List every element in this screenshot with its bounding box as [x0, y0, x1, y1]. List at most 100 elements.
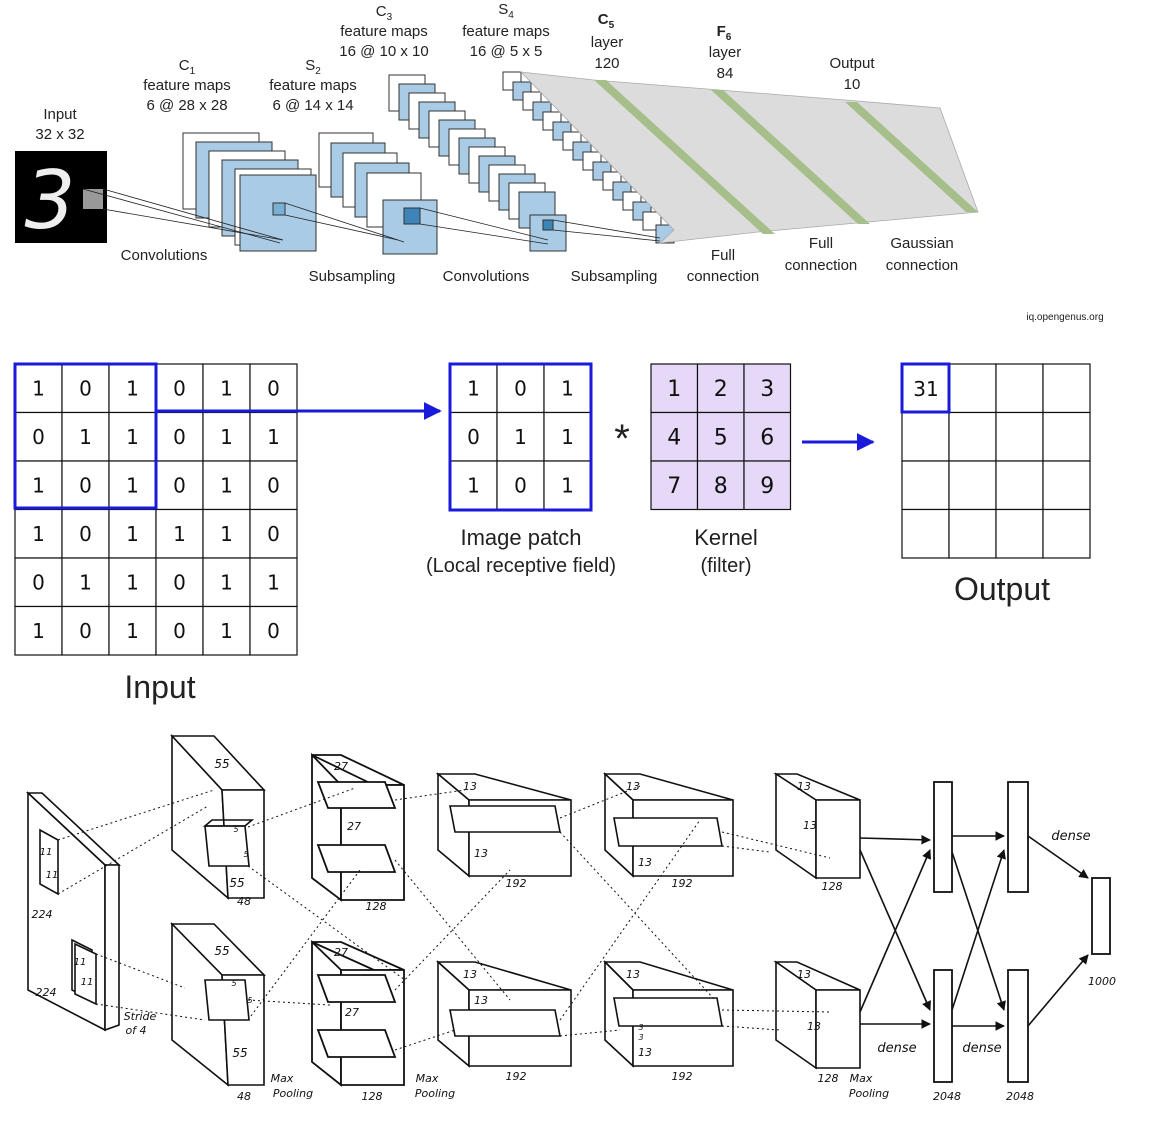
conv-input-cell: [108, 557, 157, 608]
conv-input-cell: [202, 557, 251, 608]
conv-output-cell: [948, 363, 997, 414]
svg-text:Output: Output: [829, 55, 875, 72]
conv-input-cell: [108, 605, 157, 656]
svg-text:13: 13: [807, 1020, 821, 1033]
alex-layer1-top: [170, 733, 266, 900]
conv-output-cell: [901, 460, 950, 511]
conv-input-cell: [202, 508, 251, 559]
conv-input-cell: [155, 605, 204, 656]
conv-input-cell: [249, 363, 298, 414]
svg-text:13: 13: [626, 968, 640, 981]
lenet-op-full-1a: Full: [711, 247, 735, 264]
conv-output-value: 31: [913, 377, 938, 401]
svg-text:13: 13: [626, 780, 640, 793]
alex-layer4-top: [602, 772, 734, 878]
svg-text:48: 48: [237, 1090, 251, 1103]
conv-patch-value: 1: [467, 376, 480, 400]
svg-text:55: 55: [229, 876, 244, 890]
alex-layer1-bottom: [170, 922, 266, 1087]
conv-input-value: 1: [220, 425, 233, 449]
lenet-credit: iq.opengenus.org: [1026, 312, 1103, 323]
conv-input-cell: [14, 557, 63, 608]
lenet-op-convolutions-1: Convolutions: [121, 247, 208, 264]
conv-patch-value: 1: [561, 425, 574, 449]
svg-text:2048: 2048: [933, 1090, 961, 1103]
svg-text:84: 84: [717, 65, 734, 82]
conv-output-cell: [995, 460, 1044, 511]
conv-input-value: 1: [220, 570, 233, 594]
conv-input-cell: [249, 508, 298, 559]
svg-text:55: 55: [232, 1046, 247, 1060]
conv-input-value: 0: [173, 376, 186, 400]
lenet-c5-layer: [594, 80, 775, 234]
conv-input-cell: [202, 605, 251, 656]
conv-kernel-cell: [743, 460, 792, 511]
conv-input-window: [13, 362, 158, 510]
svg-text:Pooling: Pooling: [273, 1087, 313, 1100]
alex-output-bar: [1091, 877, 1111, 955]
lenet-op-full-1b: connection: [687, 268, 760, 285]
conv-input-value: 1: [126, 522, 139, 546]
alex-layer3-top: [435, 772, 572, 878]
conv-input-value: 1: [173, 522, 186, 546]
conv-patch-value: 1: [467, 473, 480, 497]
svg-text:13: 13: [638, 856, 652, 869]
lenet-input-size: 32 x 32: [35, 126, 84, 143]
alex-layer2-top: [311, 752, 405, 902]
svg-text:192: 192: [672, 1070, 693, 1083]
conv-patch-cell: [496, 363, 545, 414]
conv-input-cell: [155, 460, 204, 511]
svg-text:5: 5: [243, 850, 248, 859]
conv-input-label: Input: [124, 669, 195, 705]
svg-text:11: 11: [74, 957, 87, 968]
conv-kernel-label-1: Kernel: [694, 525, 758, 550]
conv-input-cell: [249, 411, 298, 462]
svg-text:128: 128: [362, 1090, 383, 1103]
alex-dense-arrows: [859, 831, 1089, 1031]
conv-input-value: 1: [220, 522, 233, 546]
svg-text:11: 11: [40, 847, 53, 858]
svg-text:13: 13: [463, 780, 477, 793]
alex-fc2-top: [1007, 781, 1029, 893]
svg-text:dense: dense: [1051, 829, 1090, 844]
conv-patch-label-1: Image patch: [460, 525, 581, 550]
conv-patch-value: 1: [561, 376, 574, 400]
conv-output-cell: [1042, 411, 1091, 462]
lenet-output-layer: [845, 102, 978, 212]
conv-patch-value: 0: [514, 473, 527, 497]
svg-text:dense: dense: [877, 1041, 916, 1056]
svg-text:S4: S4: [498, 1, 514, 21]
svg-text:Pooling: Pooling: [849, 1087, 889, 1100]
svg-text:Max: Max: [416, 1072, 439, 1085]
conv-input-cell: [155, 363, 204, 414]
svg-text:192: 192: [672, 877, 693, 890]
svg-text:layer: layer: [709, 44, 742, 61]
svg-text:128: 128: [818, 1072, 839, 1085]
conv-input-cell: [14, 411, 63, 462]
conv-input-value: 0: [79, 522, 92, 546]
svg-text:dense: dense: [962, 1041, 1001, 1056]
svg-text:Max: Max: [850, 1072, 873, 1085]
svg-text:27: 27: [347, 820, 361, 833]
svg-text:6 @ 14 x 14: 6 @ 14 x 14: [272, 97, 353, 114]
lenet-c3-title: C3 feature maps 16 @ 10 x 10: [339, 3, 428, 60]
conv-patch-cell: [543, 460, 592, 511]
svg-text:13: 13: [463, 968, 477, 981]
svg-text:6 @ 28 x 28: 6 @ 28 x 28: [146, 97, 227, 114]
svg-text:120: 120: [594, 55, 619, 72]
conv-patch-value: 0: [514, 376, 527, 400]
conv-kernel-value: 1: [667, 377, 681, 402]
conv-input-value: 1: [126, 425, 139, 449]
svg-text:5: 5: [233, 825, 238, 834]
conv-kernel-cell: [650, 411, 699, 462]
conv-kernel-value: 3: [760, 377, 774, 402]
svg-text:128: 128: [822, 880, 843, 893]
conv-input-value: 1: [32, 522, 45, 546]
alex-layer3-bottom: [435, 960, 572, 1068]
conv-patch-cell: [449, 460, 498, 511]
svg-text:feature maps: feature maps: [269, 77, 357, 94]
conv-input-value: 0: [173, 619, 186, 643]
lenet-f6-title: F6 layer 84: [709, 23, 742, 82]
svg-text:5: 5: [247, 996, 252, 1005]
conv-patch-cell: [496, 411, 545, 462]
